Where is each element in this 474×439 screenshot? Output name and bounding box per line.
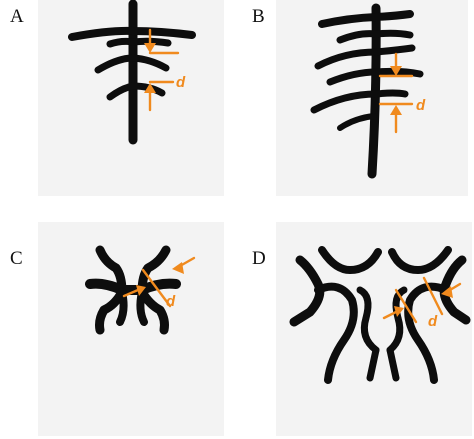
panel-d-d-label: d — [428, 313, 438, 330]
panel-d-label: D — [252, 248, 266, 269]
panel-b-label: B — [252, 6, 265, 27]
panel-c-label: C — [10, 248, 23, 269]
panel-c-vessel — [85, 245, 181, 335]
panel-a-measure: d — [144, 28, 186, 112]
panel-b-d-label: d — [416, 97, 426, 114]
panel-a-label: A — [10, 6, 24, 27]
panel-b-vessel — [310, 3, 424, 179]
panel-d-measure: d — [382, 276, 462, 330]
panel-d-vessel — [289, 246, 471, 384]
panel-a-d-label: d — [176, 74, 186, 91]
panel-c-measure: d — [122, 256, 196, 310]
panel-b-measure: d — [378, 52, 426, 134]
panel-c-d-label: d — [166, 293, 176, 310]
panel-a-vessel — [68, 0, 196, 145]
